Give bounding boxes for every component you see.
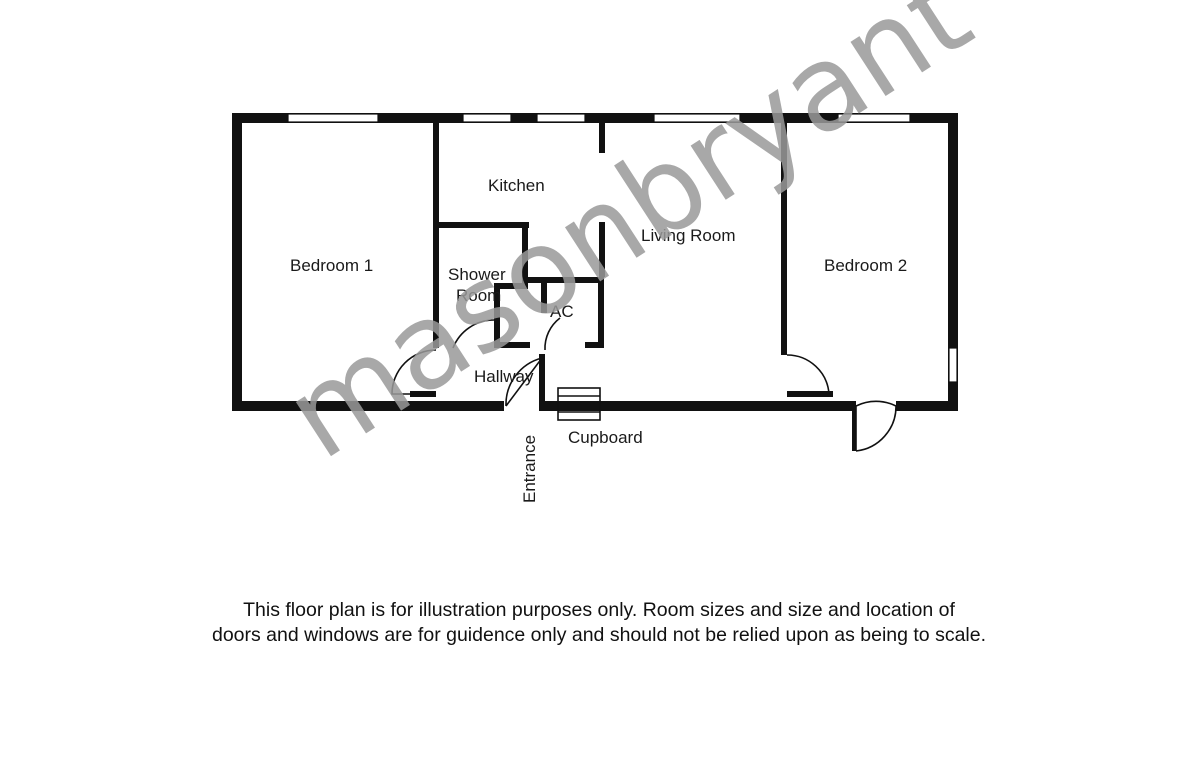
door-ac <box>544 317 561 351</box>
label-bedroom2: Bedroom 2 <box>824 256 907 275</box>
window-kitchen-1 <box>462 113 512 123</box>
disclaimer-line-2: doors and windows are for guidence only … <box>211 624 987 646</box>
cupboard-unit <box>557 387 601 421</box>
window-bedroom2-side <box>948 347 958 383</box>
window-bedroom1 <box>287 113 379 123</box>
disclaimer-text: This floor plan is for illustration purp… <box>0 598 1198 648</box>
door-bedroom1 <box>391 349 437 395</box>
door-shower <box>452 319 495 349</box>
label-bedroom1: Bedroom 1 <box>290 256 373 275</box>
label-shower-line1: Shower <box>448 265 506 284</box>
label-hallway: Hallway <box>474 367 534 386</box>
room-labels: Bedroom 1 Kitchen Shower Room AC Living … <box>290 176 907 503</box>
label-kitchen: Kitchen <box>488 176 545 195</box>
outer-walls <box>232 113 958 451</box>
disclaimer-line-1: This floor plan is for illustration purp… <box>243 599 955 621</box>
door-swings <box>391 317 897 452</box>
label-entrance: Entrance <box>520 435 539 503</box>
door-external <box>855 400 897 452</box>
door-bedroom2 <box>786 354 830 395</box>
window-bedroom2 <box>837 113 911 123</box>
window-kitchen-2 <box>536 113 586 123</box>
label-ac: AC <box>550 302 574 321</box>
label-living-room: Living Room <box>641 226 736 245</box>
window-living <box>653 113 741 123</box>
watermark-logo: masonbryant <box>262 0 993 485</box>
label-cupboard: Cupboard <box>568 428 643 447</box>
label-shower-line2: Room <box>456 286 501 305</box>
door-entrance <box>505 356 545 407</box>
interior-walls <box>410 123 833 411</box>
windows <box>287 113 958 383</box>
